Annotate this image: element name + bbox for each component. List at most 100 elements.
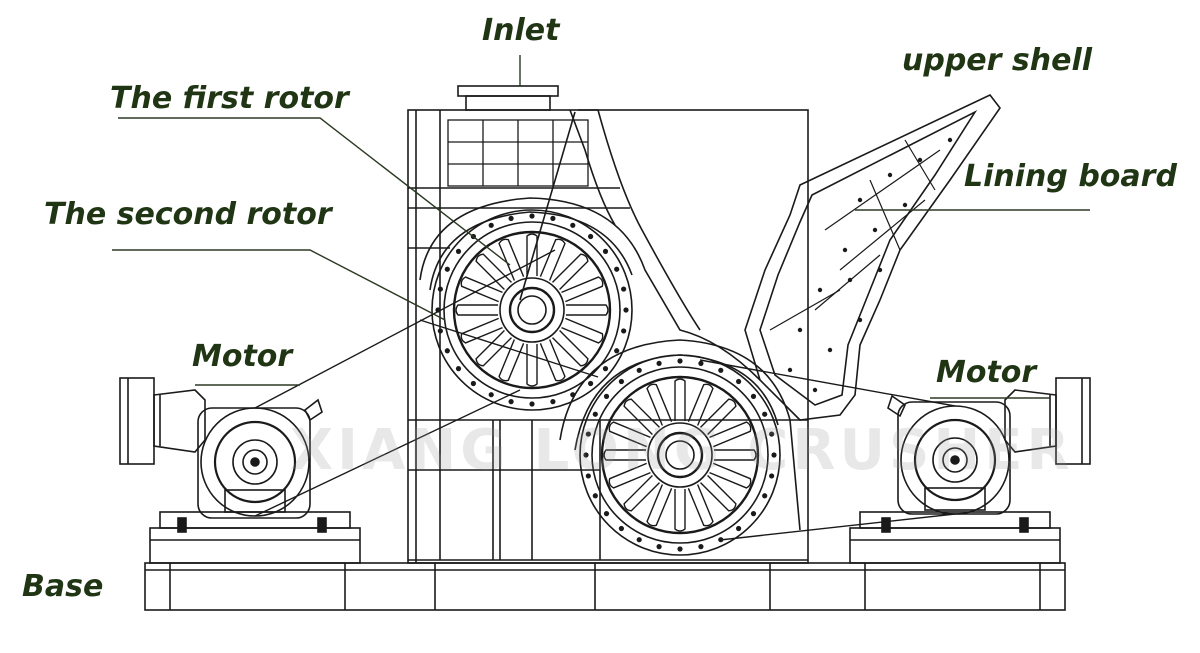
rotor-blade	[608, 462, 651, 489]
rotor-bolt	[656, 544, 662, 550]
lining-bolt	[877, 267, 883, 273]
rotor-bolt	[603, 511, 610, 517]
rotor-bolt	[550, 399, 556, 405]
rotor-bolt	[583, 452, 589, 458]
rotor-blade	[687, 484, 714, 527]
rotor-blade	[539, 339, 566, 382]
rotor-blade	[674, 378, 686, 421]
upper-shell	[744, 94, 1001, 421]
label-inlet: Inlet	[482, 13, 560, 48]
rotor-blade	[646, 484, 673, 527]
rotor-bolt	[698, 544, 704, 550]
rotor-blade	[498, 238, 525, 281]
rotor-blade	[714, 449, 757, 461]
rotor-bolt	[444, 266, 450, 272]
rotor-blade	[552, 253, 589, 290]
rotor-bolt	[444, 348, 450, 354]
rotor-blade	[561, 317, 604, 344]
lining-bolt	[817, 287, 823, 293]
rotor-bolt	[455, 248, 462, 254]
label-lining-board: Lining board	[964, 159, 1177, 194]
leader-second-rotor	[112, 249, 446, 321]
rotor-blade	[608, 421, 651, 448]
lining-bolt	[797, 327, 803, 333]
rotor-bolt	[585, 431, 591, 437]
rotor-bolt	[588, 233, 594, 240]
rotor-blade	[623, 398, 660, 435]
rotor-blade	[623, 475, 660, 512]
rotor-bolt	[618, 378, 624, 385]
lining-bolt	[847, 277, 853, 283]
lining-bolt	[857, 317, 863, 323]
rotor-blade	[700, 475, 737, 512]
lining-bolt	[902, 202, 908, 208]
rotor-bolt	[588, 380, 594, 387]
rotor-bolt	[769, 473, 775, 479]
rotor-bolt	[570, 222, 576, 228]
label-motor-left: Motor	[192, 339, 293, 374]
rotor-bolt	[621, 286, 627, 292]
rotor-bolt	[488, 392, 494, 398]
rotor-blade	[603, 449, 646, 461]
rotor-bolt	[592, 411, 598, 417]
first-rotor-housing	[419, 197, 761, 381]
rotor-bolt	[488, 222, 494, 228]
lining-bolt	[947, 137, 953, 143]
rotor-blade	[475, 330, 512, 367]
lining-bolt	[827, 347, 833, 353]
lining-bolt	[887, 172, 893, 178]
rotor-bolt	[771, 452, 777, 458]
rotor-blade	[526, 233, 538, 276]
rotor-bolt	[698, 360, 704, 366]
rotor-bolt	[529, 213, 535, 219]
rotor-blade	[674, 489, 686, 532]
rotor-bolt	[656, 360, 662, 366]
rotor-bolt	[508, 399, 514, 405]
rotor-blade	[539, 238, 566, 281]
rotor-bolt	[602, 366, 609, 372]
rotor-blade	[709, 421, 752, 448]
rotor-blade	[475, 253, 512, 290]
rotor-bolt	[602, 248, 609, 254]
rotor-bolt	[718, 367, 724, 373]
rotor-bolt	[636, 367, 642, 373]
lining-bolt	[872, 227, 878, 233]
rotor-bolt	[614, 348, 620, 354]
label-first-rotor: The first rotor	[110, 81, 349, 116]
base-frame	[144, 562, 1066, 611]
rotor-bolt	[677, 546, 683, 552]
label-second-rotor: The second rotor	[44, 197, 332, 232]
rotor-blade	[552, 330, 589, 367]
rotor-bolt	[769, 431, 775, 437]
rotor-bolt	[736, 525, 742, 532]
rotor-bolt	[762, 493, 768, 499]
rotor-bolt	[455, 366, 462, 372]
rotor-bolt	[750, 511, 757, 517]
crusher-frame	[407, 85, 809, 564]
rotor-bolt	[623, 307, 629, 313]
label-motor-right: Motor	[936, 355, 1037, 390]
rotor-bolt	[550, 215, 556, 221]
leader-first-rotor	[118, 117, 511, 266]
rotor-bolt	[677, 358, 683, 364]
rotor-blade	[460, 276, 503, 303]
rotor-blade	[566, 304, 609, 316]
rotor-bolt	[762, 411, 768, 417]
lining-bolt	[917, 157, 923, 163]
rotor-bolt	[603, 393, 610, 399]
rotor-blade	[455, 304, 498, 316]
rotor-bolt	[437, 286, 443, 292]
rotor-bolt	[736, 378, 742, 385]
rotor-blade	[561, 276, 604, 303]
rotor-bolt	[618, 525, 624, 532]
motor-platform-left	[149, 511, 361, 564]
lining-bolt	[787, 367, 793, 373]
rotor-bolt	[621, 328, 627, 334]
rotor-bolt	[529, 401, 535, 407]
lining-bolt	[842, 247, 848, 253]
lining-bolt	[812, 387, 818, 393]
rotor-blade	[646, 383, 673, 426]
rotor-bolt	[636, 537, 642, 543]
